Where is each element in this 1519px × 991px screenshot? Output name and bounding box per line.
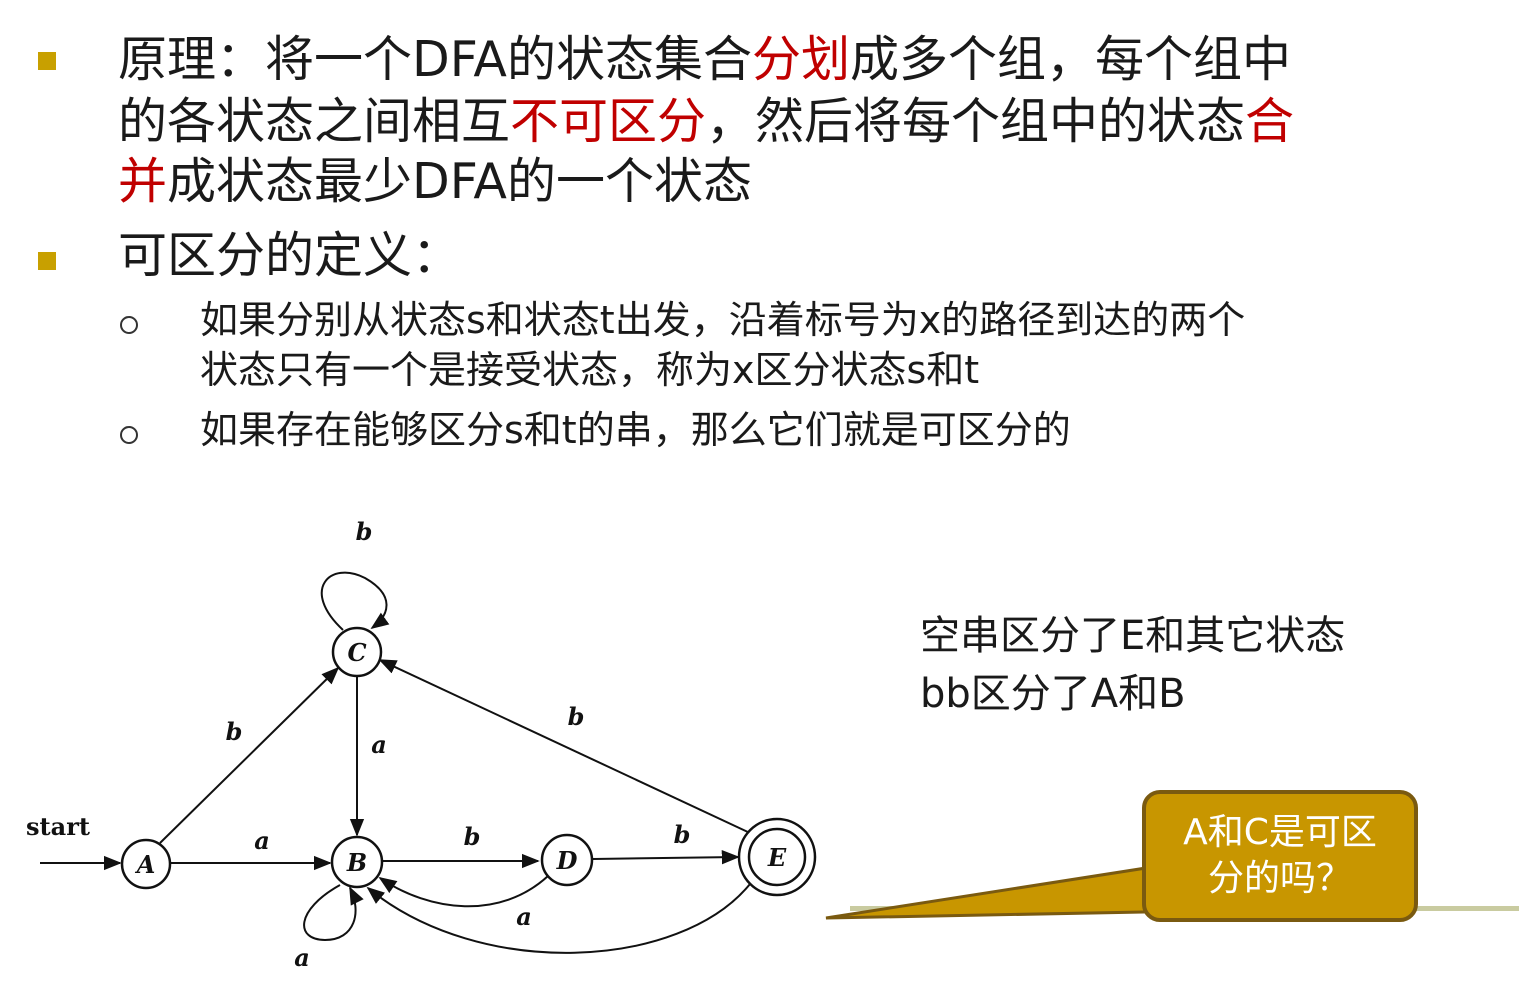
edge-label-c-c: b	[356, 517, 373, 546]
note-bb: bb区分了A和B	[920, 671, 1186, 717]
callout-question: A和C是可区 分的吗？	[1142, 790, 1418, 922]
principle-line-1: 原理：将一个DFA的状态集合分划成多个组，每个组中	[118, 30, 1291, 90]
edge-e-c	[378, 659, 751, 834]
state-label-d: D	[556, 846, 578, 875]
highlight-text: 并	[118, 153, 168, 210]
start-label: start	[26, 812, 90, 841]
note-empty-string: 空串区分了E和其它状态	[920, 613, 1346, 659]
definition-line-1: 如果分别从状态s和状态t出发，沿着标号为x的路径到达的两个	[200, 298, 1246, 342]
text-run: 原理：将一个DFA的状态集合	[118, 31, 752, 88]
principle-line-2: 的各状态之间相互不可区分，然后将每个组中的状态合	[118, 92, 1294, 152]
state-a	[120, 838, 172, 890]
text-run: 的各状态之间相互	[118, 93, 511, 150]
callout-line-1: A和C是可区	[1183, 812, 1377, 853]
state-d	[540, 833, 594, 887]
principle-line-3: 并成状态最少DFA的一个状态	[118, 152, 752, 212]
definition-line-3: 如果存在能够区分s和t的串，那么它们就是可区分的	[200, 408, 1071, 452]
highlight-text: 合	[1245, 93, 1295, 150]
edge-label-e-c: b	[568, 702, 585, 731]
edge-a-c	[159, 666, 340, 844]
state-label-b: B	[346, 848, 367, 877]
state-label-a: A	[135, 850, 156, 879]
edge-label-a-c: b	[226, 717, 243, 746]
state-label-e: E	[767, 843, 787, 872]
dfa-diagram: A B C D E start a b a b a b a b b	[26, 517, 817, 972]
state-b	[330, 835, 384, 889]
bullet-square-icon	[38, 52, 56, 70]
edge-label-b-d: b	[464, 822, 481, 851]
edge-b-b	[303, 884, 364, 942]
bullet-circle-icon	[120, 316, 138, 334]
highlight-text: 分划	[751, 31, 850, 88]
edge-label-d-e: b	[674, 820, 691, 849]
state-c	[331, 626, 383, 678]
edge-label-b-b: a	[294, 943, 310, 972]
edge-label-c-b: a	[371, 730, 387, 759]
definition-line-2: 状态只有一个是接受状态，称为x区分状态s和t	[200, 348, 980, 392]
edge-label-d-b: a	[516, 902, 532, 931]
callout-line-2: 分的吗？	[1207, 858, 1352, 899]
edge-c-c	[320, 571, 390, 631]
highlight-text: 不可区分	[510, 93, 707, 150]
text-run: ，然后将每个组中的状态	[706, 93, 1246, 150]
bullet-square-icon	[38, 252, 56, 270]
edge-label-a-b: a	[254, 826, 270, 855]
state-label-c: C	[347, 638, 366, 667]
bullet-circle-icon	[120, 426, 138, 444]
text-run: 成多个组，每个组中	[849, 31, 1291, 88]
edge-d-b	[378, 875, 549, 908]
text-run: 成状态最少DFA的一个状态	[167, 153, 752, 210]
definition-heading: 可区分的定义：	[118, 227, 462, 284]
state-e-inner	[747, 827, 807, 887]
edge-e-b	[366, 883, 751, 954]
edge-d-e	[592, 850, 740, 865]
